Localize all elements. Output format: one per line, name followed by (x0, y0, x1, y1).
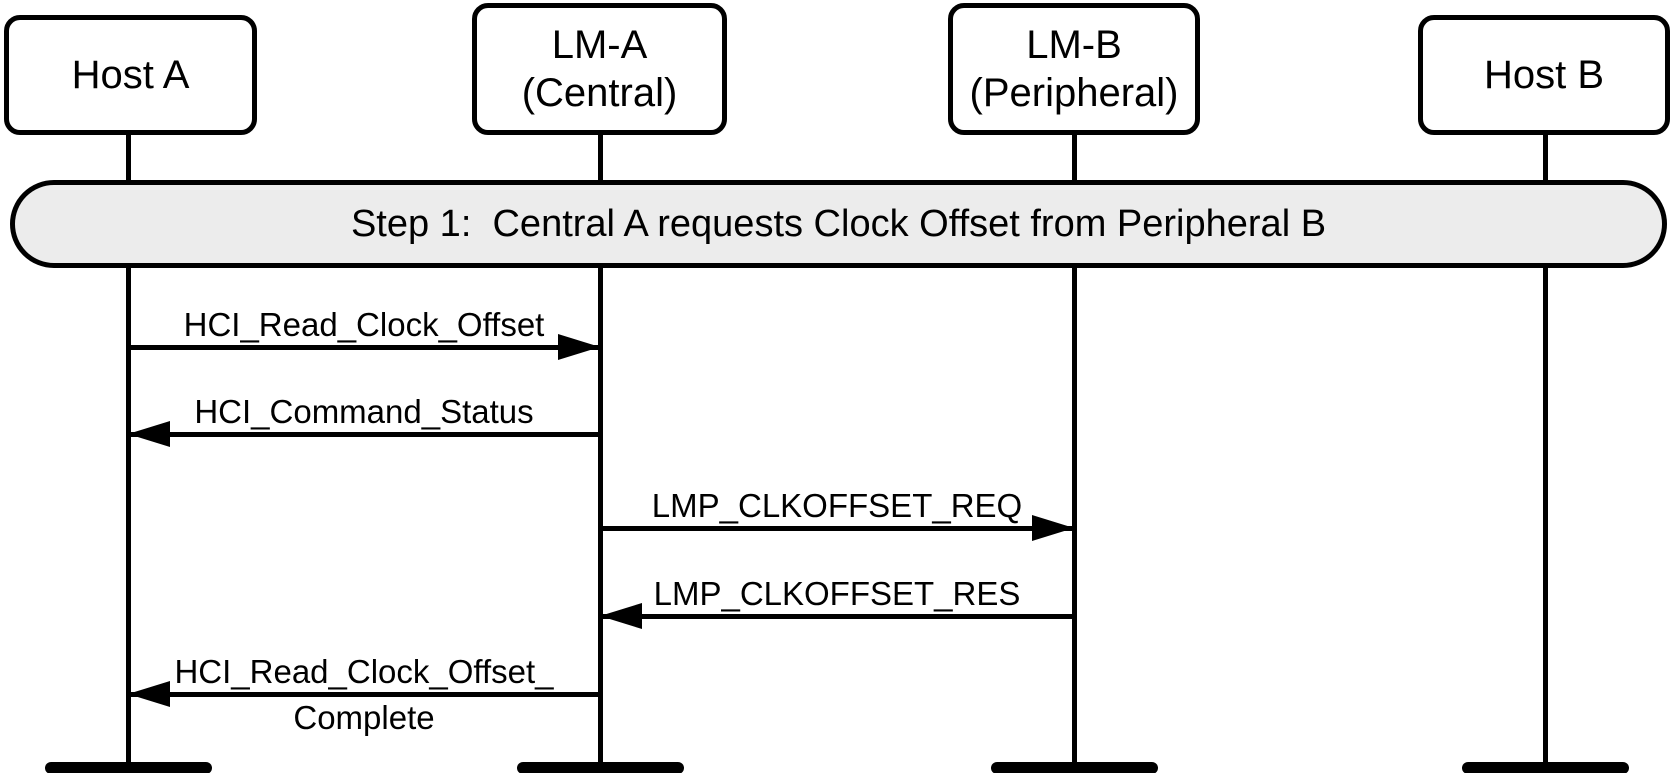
message-label-hci-read-clock-offset-complete-line2: Complete (293, 699, 435, 736)
lifeline-terminator-host-a (45, 762, 212, 773)
actor-box-host-b: Host B (1418, 15, 1670, 135)
step-banner: Step 1: Central A requests Clock Offset … (10, 180, 1667, 268)
arrowhead-left-icon (600, 603, 642, 629)
actor-label-lm-a: LM-A (551, 23, 648, 67)
lifeline-lm-a (598, 135, 603, 768)
message-arrow-hci-command-status (128, 432, 600, 437)
arrowhead-left-icon (128, 681, 170, 707)
lifeline-host-b (1543, 135, 1548, 768)
message-arrow-hci-read-clock-offset (128, 345, 600, 350)
actor-label-lm-b: LM-B (1026, 23, 1122, 67)
actor-sublabel-lm-b: (Peripheral) (969, 71, 1179, 115)
lifeline-terminator-host-b (1462, 762, 1629, 773)
actor-box-lm-b: LM-B (Peripheral) (948, 3, 1200, 135)
message-label-lmp-clkoffset-req: LMP_CLKOFFSET_REQ (651, 487, 1023, 524)
actor-box-lm-a: LM-A (Central) (472, 3, 727, 135)
message-label-hci-read-clock-offset: HCI_Read_Clock_Offset (183, 306, 545, 343)
actor-label-host-a: Host A (71, 53, 190, 97)
message-arrow-hci-read-clock-offset-complete (128, 692, 600, 697)
arrowhead-right-icon (1032, 515, 1074, 541)
actor-label-host-b: Host B (1483, 53, 1605, 97)
arrowhead-right-icon (558, 334, 600, 360)
actor-sublabel-lm-a: (Central) (521, 71, 678, 115)
message-arrow-lmp-clkoffset-req (600, 526, 1074, 531)
message-label-hci-command-status: HCI_Command_Status (194, 393, 534, 430)
message-arrow-lmp-clkoffset-res (600, 614, 1074, 619)
lifeline-lm-b (1072, 135, 1077, 768)
step-banner-label: Step 1: Central A requests Clock Offset … (350, 202, 1327, 245)
arrowhead-left-icon (128, 421, 170, 447)
actor-box-host-a: Host A (4, 15, 257, 135)
lifeline-host-a (126, 135, 131, 768)
message-label-lmp-clkoffset-res: LMP_CLKOFFSET_RES (653, 575, 1021, 612)
message-label-hci-read-clock-offset-complete-line1: HCI_Read_Clock_Offset_ (174, 653, 554, 690)
lifeline-terminator-lm-a (517, 762, 684, 773)
lifeline-terminator-lm-b (991, 762, 1158, 773)
